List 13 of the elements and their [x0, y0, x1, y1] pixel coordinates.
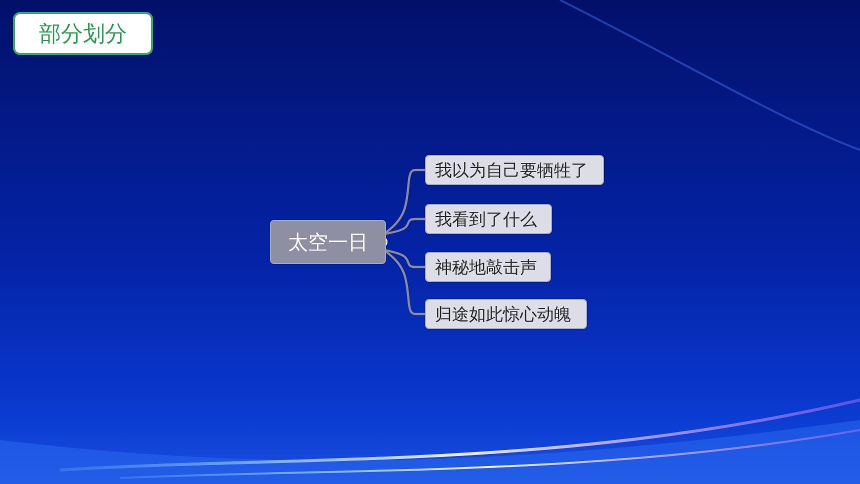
subtopic-box [425, 155, 604, 185]
subtopic-box [425, 299, 587, 329]
node-text: 我看到了什么 [435, 208, 537, 230]
node-text: 归途如此惊心动魄 [435, 304, 571, 326]
subtopic-box [425, 252, 551, 282]
section-heading: 部分划分 [13, 12, 153, 55]
node-text: 我以为自己要牺牲了 [435, 160, 588, 182]
topic-box [270, 220, 386, 264]
node-text: 太空一日 [288, 228, 368, 256]
node-text: 神秘地敲击声 [435, 256, 537, 278]
subtopic-box [425, 204, 552, 234]
connector-line [384, 218, 425, 236]
connector-line [384, 248, 425, 268]
